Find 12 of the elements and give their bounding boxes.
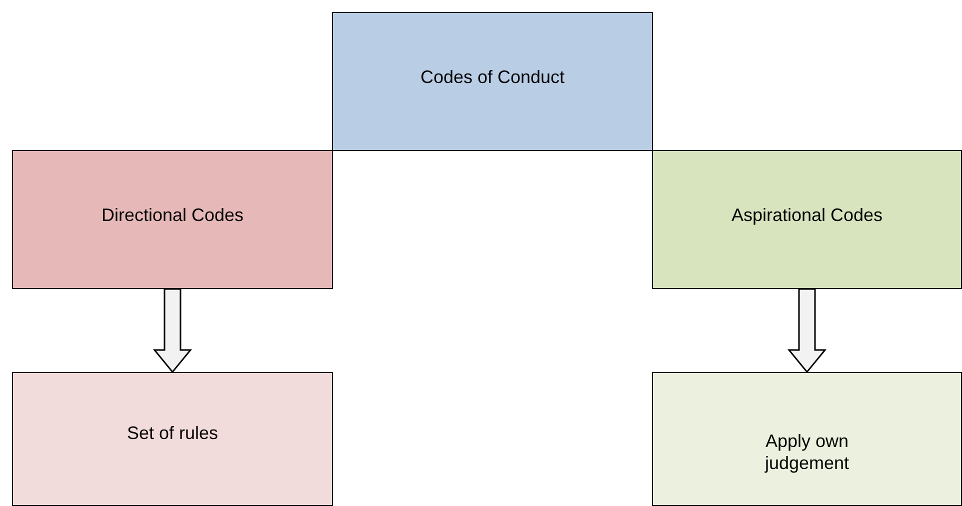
process-box xyxy=(12,372,333,506)
process-box xyxy=(12,150,333,289)
process-box xyxy=(652,372,962,506)
box-label: Codes of Conduct xyxy=(420,66,565,88)
process-box xyxy=(332,12,653,151)
block-arrow xyxy=(152,288,192,374)
process-box xyxy=(652,150,962,289)
box-label: Apply own judgement xyxy=(764,431,850,475)
box-label: Directional Codes xyxy=(101,204,244,226)
box-label: Set of rules xyxy=(126,423,218,445)
block-arrow xyxy=(787,288,827,374)
box-label: Aspirational Codes xyxy=(731,204,883,226)
